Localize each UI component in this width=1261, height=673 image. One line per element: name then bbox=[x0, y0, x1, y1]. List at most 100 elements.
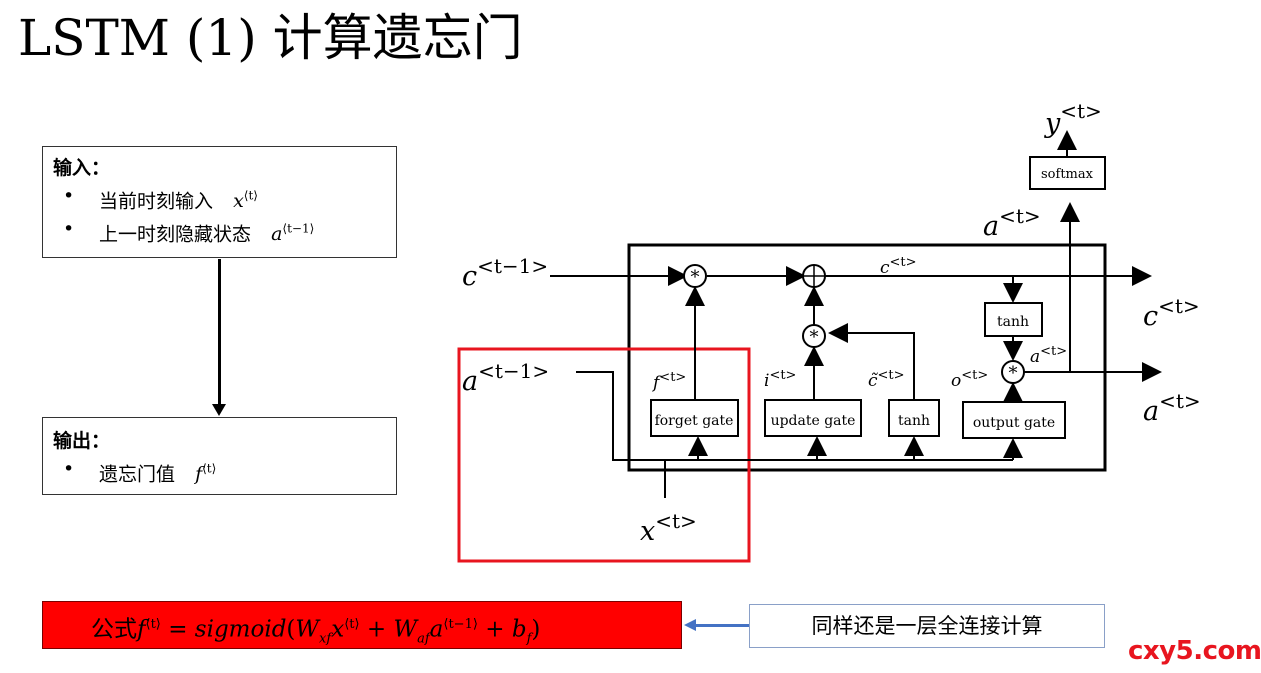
label-c-prev: c<t−1> bbox=[462, 254, 548, 292]
formula-b: b bbox=[511, 616, 527, 643]
label-symbol: c bbox=[462, 261, 477, 292]
formula-plus: + bbox=[477, 616, 512, 643]
label-superscript: <t> bbox=[999, 204, 1041, 228]
output-item-forget: • 遗忘门值 f⟨t⟩ bbox=[53, 453, 386, 486]
label-superscript: <t> bbox=[769, 368, 796, 383]
output-item-label: 遗忘门值 bbox=[99, 463, 176, 486]
formula-paren: ( bbox=[286, 616, 296, 643]
label-symbol: i bbox=[764, 371, 769, 391]
watermark: cxy5.com bbox=[1128, 636, 1261, 666]
input-item-label: 上一时刻隐藏状态 bbox=[99, 223, 252, 246]
forget-gate-label: forget gate bbox=[655, 413, 734, 429]
flow-arrow-line bbox=[218, 259, 221, 407]
input-item-label: 当前时刻输入 bbox=[99, 190, 214, 213]
formula-eq: = bbox=[160, 616, 195, 643]
output-heading: 输出： bbox=[53, 430, 111, 452]
formula-x-sup: ⟨t⟩ bbox=[344, 617, 360, 632]
output-gate-label: output gate bbox=[973, 415, 1055, 431]
note-arrow-head bbox=[684, 619, 696, 631]
cell-border bbox=[627, 243, 1107, 472]
math-symbol: f bbox=[195, 463, 203, 486]
formula-box: 公式f⟨t⟩ = sigmoid(Wxfx⟨t⟩ + Wafa⟨t−1⟩ + b… bbox=[42, 601, 682, 649]
formula-x: x bbox=[331, 616, 345, 643]
label-superscript: <t> bbox=[1060, 99, 1102, 123]
formula-paren: ) bbox=[531, 616, 541, 643]
label-f: f<t> bbox=[651, 370, 686, 393]
label-superscript: <t> bbox=[878, 368, 905, 383]
input-heading: 输入： bbox=[53, 157, 111, 179]
label-y: y<t> bbox=[1044, 99, 1102, 139]
label-a-out: a<t> bbox=[1143, 389, 1201, 427]
label-superscript: <t−1> bbox=[477, 254, 548, 278]
label-superscript: <t> bbox=[659, 370, 686, 385]
label-symbol: c bbox=[1143, 301, 1158, 332]
label-symbol: a bbox=[1143, 396, 1159, 427]
input-box: 输入： • 当前时刻输入 x⟨t⟩ • 上一时刻隐藏状态 a⟨t−1⟩ bbox=[42, 146, 397, 258]
label-superscript: <t> bbox=[655, 509, 697, 533]
tanh-to-mul bbox=[828, 323, 915, 400]
label-symbol: x bbox=[640, 516, 655, 547]
page-title: LSTM (1) 计算遗忘门 bbox=[18, 9, 523, 67]
label-superscript: <t−1> bbox=[478, 359, 549, 383]
op-symbol: * bbox=[691, 267, 700, 288]
softmax-box bbox=[1029, 156, 1106, 190]
note-box: 同样还是一层全连接计算 bbox=[749, 604, 1105, 648]
op-symbol: * bbox=[810, 327, 819, 348]
label-x-t: x<t> bbox=[640, 509, 697, 547]
candidate-tanh-label: tanh bbox=[898, 413, 930, 429]
formula-a: a bbox=[429, 616, 444, 643]
formula-fn: sigmoid bbox=[194, 616, 287, 643]
lstm-cell-diagram: * * * forget gate update gate tanh outpu… bbox=[457, 99, 1201, 563]
bullet-dot: • bbox=[63, 218, 75, 240]
math-symbol: a bbox=[271, 223, 283, 246]
label-a-inner: a<t> bbox=[1030, 344, 1067, 367]
label-symbol: o bbox=[951, 371, 961, 391]
formula-b-sub: f bbox=[526, 631, 532, 647]
label-symbol: c bbox=[880, 258, 890, 278]
label-superscript: <t> bbox=[1158, 294, 1200, 318]
label-symbol: a bbox=[983, 211, 999, 242]
note-arrow-line bbox=[693, 624, 749, 627]
label-c-inner: c<t> bbox=[880, 255, 917, 278]
label-superscript: <t> bbox=[1040, 344, 1067, 359]
label-superscript: <t> bbox=[1159, 389, 1201, 413]
label-c-out: c<t> bbox=[1143, 294, 1200, 332]
math-superscript: ⟨t⟩ bbox=[202, 462, 217, 476]
formula-lhs: f bbox=[137, 616, 146, 643]
update-gate-label: update gate bbox=[771, 413, 856, 429]
softmax-label: softmax bbox=[1041, 167, 1094, 182]
bullet-dot: • bbox=[63, 185, 75, 207]
label-symbol: a bbox=[1030, 347, 1040, 367]
input-item-math: x⟨t⟩ bbox=[233, 189, 258, 213]
formula-w1: W bbox=[295, 616, 320, 643]
formula-w2-sub: af bbox=[417, 631, 430, 647]
cell-tanh-label: tanh bbox=[997, 314, 1029, 330]
label-i: i<t> bbox=[764, 368, 796, 391]
label-a-prev: a<t−1> bbox=[462, 359, 549, 397]
label-a-up: a<t> bbox=[983, 204, 1041, 242]
label-o: o<t> bbox=[951, 368, 988, 391]
formula-a-sup: ⟨t−1⟩ bbox=[443, 617, 478, 632]
label-symbol: y bbox=[1044, 108, 1061, 139]
label-symbol: a bbox=[462, 366, 478, 397]
cell-tanh bbox=[984, 302, 1043, 337]
input-item-math: a⟨t−1⟩ bbox=[271, 222, 315, 246]
formula-w2: W bbox=[393, 616, 418, 643]
op-symbol: * bbox=[1009, 363, 1018, 384]
label-superscript: <t> bbox=[890, 255, 917, 270]
input-item-previous: • 上一时刻隐藏状态 a⟨t−1⟩ bbox=[53, 213, 386, 246]
label-superscript: <t> bbox=[961, 368, 988, 383]
output-item-math: f⟨t⟩ bbox=[195, 462, 217, 486]
label-c-tilde: c̃<t> bbox=[868, 368, 905, 391]
formula-w1-sub: xf bbox=[319, 631, 332, 647]
label-symbol: c̃ bbox=[868, 371, 878, 391]
bullet-dot: • bbox=[63, 458, 75, 480]
math-superscript: ⟨t−1⟩ bbox=[282, 222, 315, 236]
label-symbol: f bbox=[651, 373, 662, 393]
input-item-current: • 当前时刻输入 x⟨t⟩ bbox=[53, 180, 386, 213]
flow-arrow-head bbox=[212, 404, 226, 416]
math-symbol: x bbox=[233, 190, 244, 213]
input-bus bbox=[576, 371, 1013, 461]
formula-plus: + bbox=[359, 616, 394, 643]
formula-lhs-sup: ⟨t⟩ bbox=[145, 617, 161, 632]
